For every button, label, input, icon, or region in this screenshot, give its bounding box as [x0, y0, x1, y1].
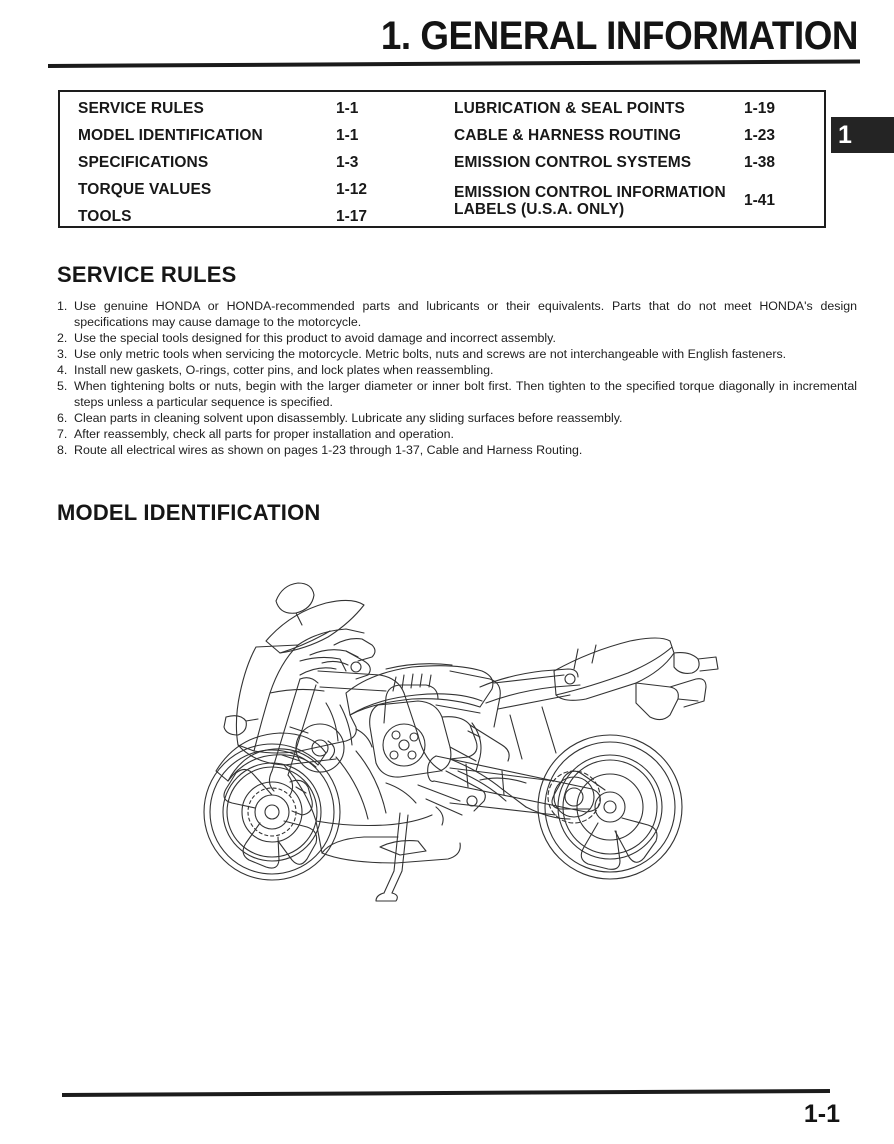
seat-and-tail [479, 637, 719, 721]
list-item-text: Use only metric tools when servicing the… [74, 346, 787, 361]
section-heading-model-identification: MODEL IDENTIFICATION [57, 500, 321, 525]
list-item-number: 1. [57, 299, 68, 313]
title-divider-rule [47, 59, 860, 68]
toc-entry-page: 1-1 [336, 127, 359, 144]
list-item: 4. Install new gaskets, O-rings, cotter … [57, 363, 857, 379]
list-item: 5. When tightening bolts or nuts, begin … [57, 379, 857, 410]
list-item-number: 2. [57, 330, 68, 345]
toc-entry-label: TORQUE VALUES [78, 181, 212, 198]
section-heading-service-rules: SERVICE RULES [57, 262, 237, 287]
toc-entry-emission-control-systems[interactable]: EMISSION CONTROL SYSTEMS 1-38 [454, 154, 814, 179]
list-item-text: When tightening bolts or nuts, begin wit… [74, 378, 857, 409]
toc-entry-label: LUBRICATION & SEAL POINTS [454, 100, 685, 117]
toc-entry-label: MODEL IDENTIFICATION [78, 127, 263, 144]
list-item-text: Use the special tools designed for this … [74, 330, 556, 345]
chapter-tab-number: 1 [838, 120, 852, 149]
front-fork [268, 677, 319, 796]
toc-column-right: LUBRICATION & SEAL POINTS 1-19 CABLE & H… [454, 100, 814, 223]
footer-divider-rule [61, 1088, 830, 1097]
list-item: 2. Use the special tools designed for th… [57, 331, 857, 347]
list-item-number: 7. [57, 426, 68, 441]
toc-column-left: SERVICE RULES 1-1 MODEL IDENTIFICATION 1… [78, 100, 433, 235]
handlebar [299, 638, 376, 680]
toc-entry-page: 1-12 [336, 181, 368, 198]
toc-entry-page: 1-17 [336, 208, 368, 225]
toc-entry-page: 1-23 [744, 127, 776, 144]
list-item-number: 4. [57, 362, 68, 377]
toc-entry-page: 1-3 [336, 154, 359, 171]
toc-entry-model-identification[interactable]: MODEL IDENTIFICATION 1-1 [78, 127, 433, 152]
toc-entry-cable-harness-routing[interactable]: CABLE & HARNESS ROUTING 1-23 [454, 127, 814, 152]
list-item: 6. Clean parts in cleaning solvent upon … [57, 411, 857, 427]
frame [317, 670, 571, 772]
front-fender [215, 732, 327, 782]
toc-entry-label: TOOLS [78, 208, 132, 225]
list-item: 1. Use genuine HONDA or HONDA-recommende… [57, 299, 857, 330]
list-item-text: Route all electrical wires as shown on p… [74, 442, 583, 457]
list-item-number: 8. [57, 442, 68, 457]
toc-entry-label: SERVICE RULES [78, 100, 204, 117]
toc-entry-page: 1-19 [744, 100, 776, 117]
rear-wheel [449, 734, 683, 880]
toc-entry-lubrication-seal-points[interactable]: LUBRICATION & SEAL POINTS 1-19 [454, 100, 814, 125]
toc-entry-label: EMISSION CONTROL SYSTEMS [454, 154, 692, 171]
list-item: 7. After reassembly, check all parts for… [57, 427, 857, 443]
engine [295, 673, 478, 778]
table-of-contents-box: SERVICE RULES 1-1 MODEL IDENTIFICATION 1… [58, 90, 826, 228]
list-item: 8. Route all electrical wires as shown o… [57, 443, 857, 459]
exhaust [449, 758, 571, 820]
list-item-number: 5. [57, 378, 68, 393]
chapter-tab: 1 [831, 117, 894, 153]
front-fairing [235, 582, 365, 766]
toc-entry-specifications[interactable]: SPECIFICATIONS 1-3 [78, 154, 433, 179]
side-stand [375, 812, 409, 902]
front-wheel [203, 743, 341, 881]
list-item-text: Use genuine HONDA or HONDA-recommended p… [74, 299, 857, 329]
service-rules-list: 1. Use genuine HONDA or HONDA-recommende… [57, 299, 857, 459]
toc-entry-service-rules[interactable]: SERVICE RULES 1-1 [78, 100, 433, 125]
swingarm [427, 755, 601, 813]
page-title: 1. GENERAL INFORMATION [380, 14, 859, 58]
fuel-tank [345, 663, 494, 716]
toc-entry-label: EMISSION CONTROL INFORMATION LABELS (U.S… [454, 184, 726, 218]
toc-entry-tools[interactable]: TOOLS 1-17 [78, 208, 433, 233]
toc-entry-torque-values[interactable]: TORQUE VALUES 1-12 [78, 181, 433, 206]
motorcycle-side-view-line-drawing [150, 575, 750, 905]
list-item-number: 6. [57, 410, 68, 425]
front-turn-signal [223, 715, 259, 736]
toc-entry-emission-control-information-labels[interactable]: EMISSION CONTROL INFORMATION LABELS (U.S… [454, 181, 814, 221]
list-item-text: Clean parts in cleaning solvent upon dis… [74, 410, 623, 425]
radiator-and-hoses [325, 702, 373, 748]
footpeg-and-linkage [385, 770, 486, 826]
list-item-text: Install new gaskets, O-rings, cotter pin… [74, 362, 494, 377]
list-item-text: After reassembly, check all parts for pr… [74, 426, 454, 441]
list-item-number: 3. [57, 346, 68, 361]
toc-entry-page: 1-41 [744, 192, 776, 209]
toc-entry-page: 1-1 [336, 100, 359, 117]
list-item: 3. Use only metric tools when servicing … [57, 347, 857, 363]
footer-page-number: 1-1 [803, 1100, 840, 1128]
toc-entry-page: 1-38 [744, 154, 776, 171]
side-fairing [283, 750, 461, 864]
toc-entry-label: CABLE & HARNESS ROUTING [454, 127, 682, 144]
toc-entry-label: SPECIFICATIONS [78, 154, 209, 171]
